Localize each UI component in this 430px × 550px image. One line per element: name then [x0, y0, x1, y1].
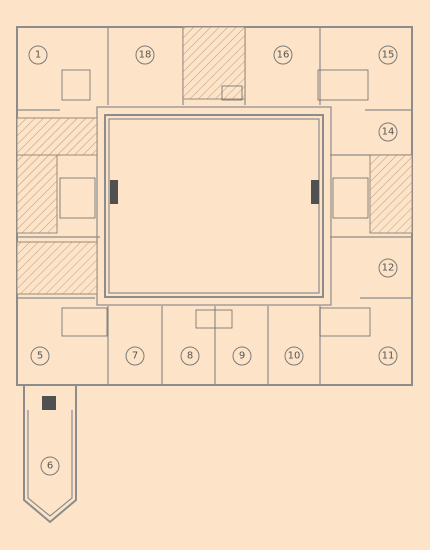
room-12-marker [378, 258, 398, 278]
room-9-marker [232, 346, 252, 366]
room-6-marker [40, 456, 60, 476]
courtyard [104, 114, 324, 298]
hatched-area-top [182, 26, 246, 100]
stair-south [42, 396, 56, 410]
restroom-top [221, 85, 243, 101]
restroom-sw [61, 307, 108, 337]
room-18-marker [135, 45, 155, 65]
restroom-ne [317, 69, 369, 101]
room-9-label: 9 [239, 351, 245, 362]
room-8-marker [180, 346, 200, 366]
restroom-bottom [195, 309, 233, 329]
stair-right [311, 180, 319, 204]
room-1-marker [28, 45, 48, 65]
room-7-marker [125, 346, 145, 366]
room-10-label: 10 [288, 351, 301, 362]
room-5-marker [30, 346, 50, 366]
room-14-label: 14 [382, 127, 395, 138]
room-12-label: 12 [382, 263, 395, 274]
room-18-label: 18 [139, 50, 152, 61]
room-11-marker [378, 346, 398, 366]
room-8-label: 8 [187, 351, 193, 362]
room-11-label: 11 [382, 351, 395, 362]
room-10-marker [284, 346, 304, 366]
hatched-area-left-1 [16, 117, 98, 156]
restroom-se [319, 307, 371, 337]
restroom-nw [61, 69, 91, 101]
room-15-marker [378, 45, 398, 65]
room-15-label: 15 [382, 50, 395, 61]
room-6-label: 6 [47, 461, 53, 472]
room-16-marker [273, 45, 293, 65]
room-1-label: 1 [35, 50, 41, 61]
hatched-area-left-3 [16, 241, 98, 295]
room-5-label: 5 [37, 351, 43, 362]
restroom-w [59, 177, 96, 219]
hatched-area-right [369, 154, 413, 234]
room-16-label: 16 [277, 50, 290, 61]
stair-left [110, 180, 118, 204]
room-7-label: 7 [132, 351, 138, 362]
hatched-area-left-2 [16, 154, 58, 234]
restroom-e [332, 177, 369, 219]
room-14-marker [378, 122, 398, 142]
